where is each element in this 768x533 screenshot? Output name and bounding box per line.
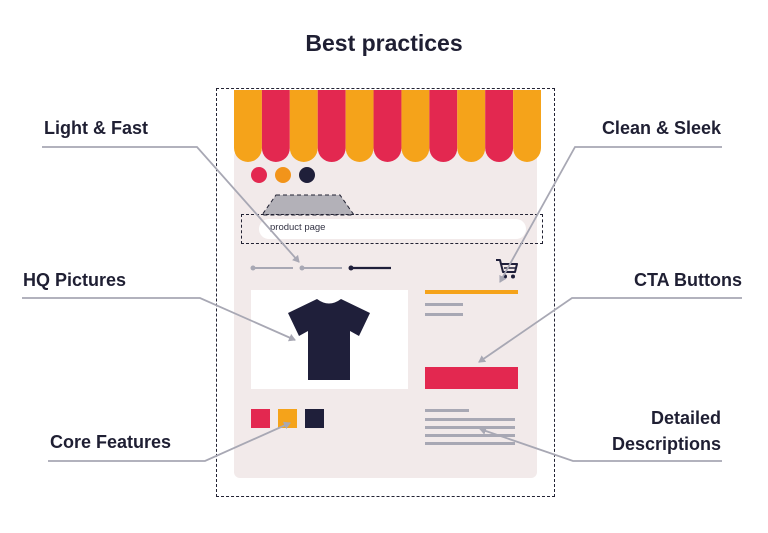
label-light-fast: Light & Fast xyxy=(44,118,148,138)
description-line-2 xyxy=(425,418,515,421)
window-dot-navy xyxy=(299,167,315,183)
product-title-bar xyxy=(425,290,518,294)
label-detailed-line2: Descriptions xyxy=(611,434,721,454)
awning-stripe xyxy=(401,90,430,162)
awning-stripe xyxy=(345,90,374,162)
awning-stripe xyxy=(457,90,486,162)
window-dot-orange xyxy=(275,167,291,183)
price-line-2 xyxy=(425,313,463,316)
label-clean-sleek: Clean & Sleek xyxy=(601,118,721,138)
awning-stripe xyxy=(429,90,458,162)
awning-stripe xyxy=(261,90,290,162)
label-hq-pictures: HQ Pictures xyxy=(23,270,127,290)
awning-stripe xyxy=(234,90,262,162)
mockup-frame xyxy=(216,88,555,497)
description-line-5 xyxy=(425,442,515,445)
url-bar[interactable] xyxy=(259,219,526,239)
diagram-title: Best practices xyxy=(305,30,463,56)
awning-stripe xyxy=(373,90,402,162)
awning-stripe xyxy=(289,90,318,162)
url-text: product page xyxy=(270,222,326,233)
window-dot-red xyxy=(251,167,267,183)
awning-illustration xyxy=(234,90,541,162)
color-swatch-orange[interactable] xyxy=(278,409,297,428)
color-swatch-navy[interactable] xyxy=(305,409,324,428)
description-line-1 xyxy=(425,409,469,412)
label-cta-buttons: CTA Buttons xyxy=(634,270,742,290)
description-line-4 xyxy=(425,434,515,437)
color-swatch-red[interactable] xyxy=(251,409,270,428)
tshirt-icon xyxy=(288,299,370,380)
awning-stripe xyxy=(485,90,514,162)
price-line-1 xyxy=(425,303,463,306)
awning-stripe xyxy=(513,90,541,162)
label-detailed-line1: Detailed xyxy=(650,408,721,428)
cart-icon[interactable] xyxy=(494,257,520,281)
label-core-features: Core Features xyxy=(50,432,172,452)
description-line-3 xyxy=(425,426,515,429)
cta-button[interactable] xyxy=(425,367,518,389)
awning-stripe xyxy=(317,90,346,162)
